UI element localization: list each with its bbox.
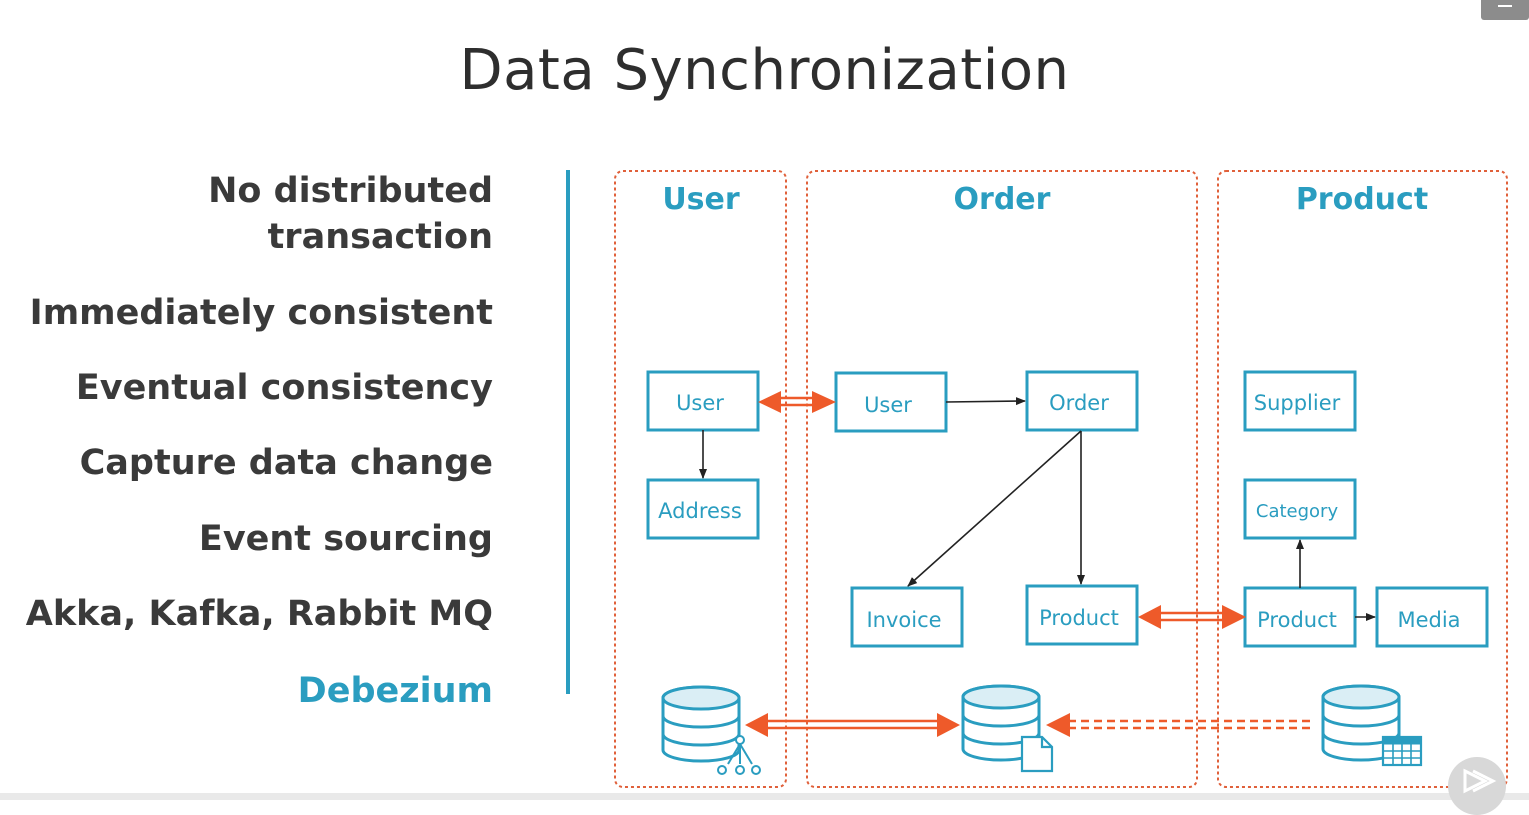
hierarchy-database-icon [661,685,761,775]
product-service-box [1217,170,1508,788]
entity-product-category-label: Category [1256,501,1339,522]
sync-arrow-user-order [758,391,836,413]
entity-product-supplier [1243,370,1357,432]
entity-product-product [1243,586,1357,648]
entity-product-category [1243,478,1357,540]
sync-arrow-db-product-order [1046,713,1314,737]
entity-order-product-label: Product [1039,606,1119,630]
relation-user-order [945,397,1026,406]
bullet-debezium: Debezium [297,671,493,711]
sync-arrow-product [1138,605,1246,629]
user-service-title: User [662,182,740,217]
bullet-transaction: transaction [267,217,493,257]
bullet-immediately-consistent: Immediately consistent [29,293,493,333]
entity-user-user-label: User [676,391,724,415]
bullet-event-sourcing: Event sourcing [198,519,493,559]
document-database-icon [961,684,1054,773]
bullet-capture-data-change: Capture data change [79,443,493,483]
menu-icon[interactable] [1481,0,1529,20]
entity-product-supplier-label: Supplier [1254,391,1341,415]
entity-order-invoice-label: Invoice [866,608,941,632]
slide-title: Data Synchronization [459,38,1070,103]
entity-order-product [1025,584,1139,646]
entity-order-invoice [850,586,964,648]
entity-order-order [1025,370,1139,432]
bullet-messaging: Akka, Kafka, Rabbit MQ [25,594,493,634]
entity-user-user [646,370,760,432]
sync-arrow-db-user-order [745,713,960,737]
relation-order-invoice [907,430,1082,587]
entity-order-user-label: User [864,393,912,417]
table-database-icon [1321,684,1423,767]
bullet-no-distributed: No distributed [208,171,493,211]
order-service-title: Order [954,182,1051,217]
product-service-title: Product [1296,182,1428,217]
bullet-eventual-consistency: Eventual consistency [75,368,493,408]
order-service-box [806,170,1198,788]
vertical-divider [566,170,570,694]
entity-order-order-label: Order [1049,391,1109,415]
entity-product-product-label: Product [1257,608,1337,632]
entity-product-media-label: Media [1397,608,1460,632]
player-bar [0,793,1529,800]
entity-user-address [646,478,760,540]
play-icon[interactable] [1448,757,1506,815]
entity-user-address-label: Address [658,499,742,523]
entity-product-media [1375,586,1489,648]
